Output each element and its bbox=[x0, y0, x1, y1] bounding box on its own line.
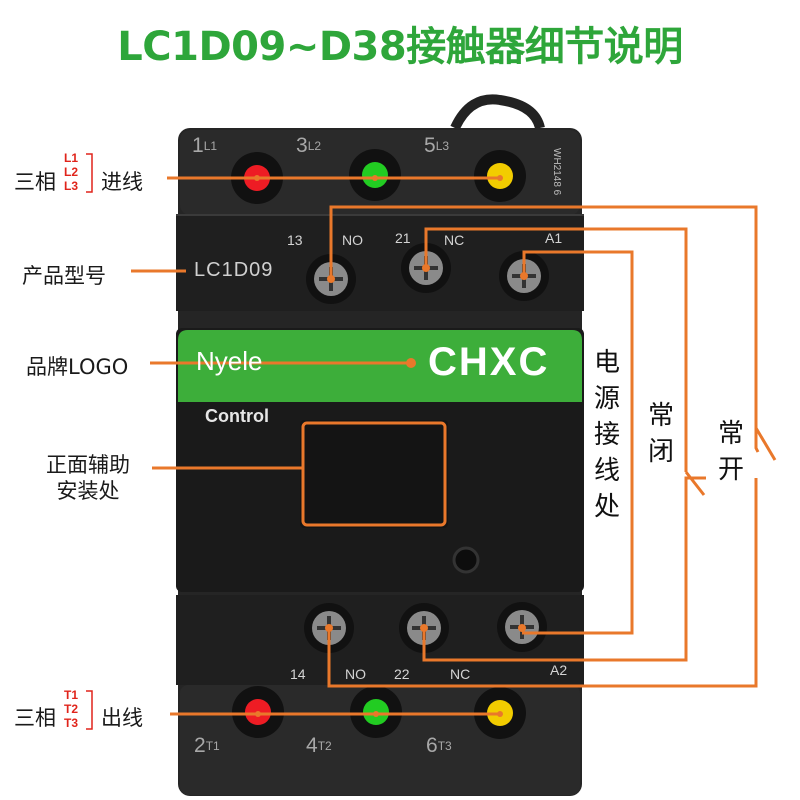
callout-output-suffix: 出线 bbox=[101, 706, 143, 730]
callout-model: 产品型号 bbox=[22, 264, 106, 288]
wire-nc bbox=[422, 227, 706, 662]
no-char-2: 开 bbox=[717, 455, 744, 485]
callout-aux-mount: 正面辅助 安装处 bbox=[28, 452, 148, 504]
power-char-4: 线 bbox=[593, 456, 620, 486]
no-char-1: 常 bbox=[717, 419, 744, 449]
phase-t2: T2 bbox=[64, 702, 79, 716]
term-label-2: 2T1 bbox=[194, 734, 220, 757]
aux-label-22: 22 bbox=[394, 666, 410, 682]
wire-power bbox=[522, 250, 634, 635]
callout-output-phases: T1 T2 T3 bbox=[64, 688, 94, 730]
callout-output-prefix: 三相 bbox=[14, 706, 56, 730]
label-normally-open: 常 开 bbox=[716, 416, 746, 488]
aux-label-14: 14 bbox=[290, 666, 306, 682]
nc-char-1: 常 bbox=[647, 401, 674, 431]
phase-t1: T1 bbox=[64, 688, 79, 702]
aux-label-nc-top: NC bbox=[444, 232, 465, 248]
brand-band bbox=[178, 330, 582, 402]
aux-label-13: 13 bbox=[287, 232, 303, 248]
callout-aux-line2: 安装处 bbox=[56, 479, 120, 503]
aux-mount-area bbox=[300, 420, 448, 528]
power-char-5: 处 bbox=[593, 492, 620, 522]
phase-l3: L3 bbox=[64, 179, 79, 193]
control-text: Control bbox=[205, 406, 269, 426]
term-label-1: 1L1 bbox=[192, 134, 218, 157]
callout-aux-line1: 正面辅助 bbox=[46, 453, 130, 477]
aux-label-no-top: NO bbox=[342, 232, 363, 248]
input-bracket bbox=[86, 153, 93, 193]
term-label-3: 3L2 bbox=[296, 134, 322, 157]
page-title: LC1D09~D38接触器细节说明 bbox=[117, 24, 683, 70]
aux-label-no-bottom: NO bbox=[345, 666, 366, 682]
callout-input-phases: L1 L2 L3 bbox=[64, 151, 94, 193]
label-power-terminal: 电 源 接 线 处 bbox=[592, 345, 622, 525]
brand-chxc-logo: CHXC bbox=[428, 340, 550, 384]
output-bracket bbox=[86, 690, 93, 730]
label-normally-closed: 常 闭 bbox=[646, 398, 676, 470]
aux-label-21: 21 bbox=[395, 230, 411, 246]
term-label-4: 4T2 bbox=[306, 734, 332, 757]
aux-label-a2: A2 bbox=[550, 662, 568, 678]
aux-label-a1: A1 bbox=[545, 230, 563, 246]
model-text: LC1D09 bbox=[194, 259, 274, 281]
phase-l1: L1 bbox=[64, 151, 79, 165]
callout-input-suffix: 进线 bbox=[101, 170, 143, 194]
side-code: WH2148 6 bbox=[551, 148, 562, 196]
term-label-6: 6T3 bbox=[426, 734, 452, 757]
callout-input-prefix: 三相 bbox=[14, 170, 56, 194]
phase-l2: L2 bbox=[64, 165, 79, 179]
callout-logo: 品牌LOGO bbox=[26, 355, 129, 379]
power-char-3: 接 bbox=[593, 420, 620, 450]
no-switch-blade bbox=[754, 427, 777, 461]
brand-nyele: Nyele bbox=[196, 346, 263, 376]
phase-t3: T3 bbox=[64, 716, 79, 730]
wire-no bbox=[327, 205, 760, 688]
power-char-2: 源 bbox=[593, 384, 620, 414]
nc-char-2: 闭 bbox=[647, 437, 674, 467]
power-char-1: 电 bbox=[593, 348, 620, 378]
indicator-hole bbox=[452, 546, 480, 574]
hanger-tab bbox=[450, 94, 545, 131]
term-label-5: 5L3 bbox=[424, 134, 450, 157]
aux-label-nc-bottom: NC bbox=[450, 666, 471, 682]
aux-mount-highlight bbox=[301, 421, 447, 527]
nc-switch-contact bbox=[684, 471, 706, 496]
